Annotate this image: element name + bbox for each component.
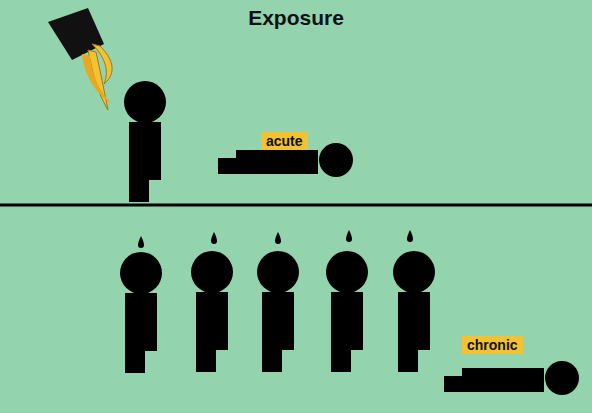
- person: [191, 251, 233, 372]
- person: [393, 251, 435, 372]
- label-text: chronic: [467, 337, 518, 353]
- title: Exposure: [0, 6, 592, 30]
- person: [124, 81, 166, 202]
- person: [257, 251, 299, 372]
- label-box: acute: [261, 132, 308, 150]
- bucket: [48, 8, 112, 110]
- lying-person: [444, 361, 579, 395]
- divider: [0, 204, 592, 207]
- drops: [138, 230, 413, 248]
- person: [120, 252, 162, 373]
- label-text: acute: [266, 133, 303, 149]
- label-box: chronic: [462, 336, 523, 354]
- person: [326, 251, 368, 372]
